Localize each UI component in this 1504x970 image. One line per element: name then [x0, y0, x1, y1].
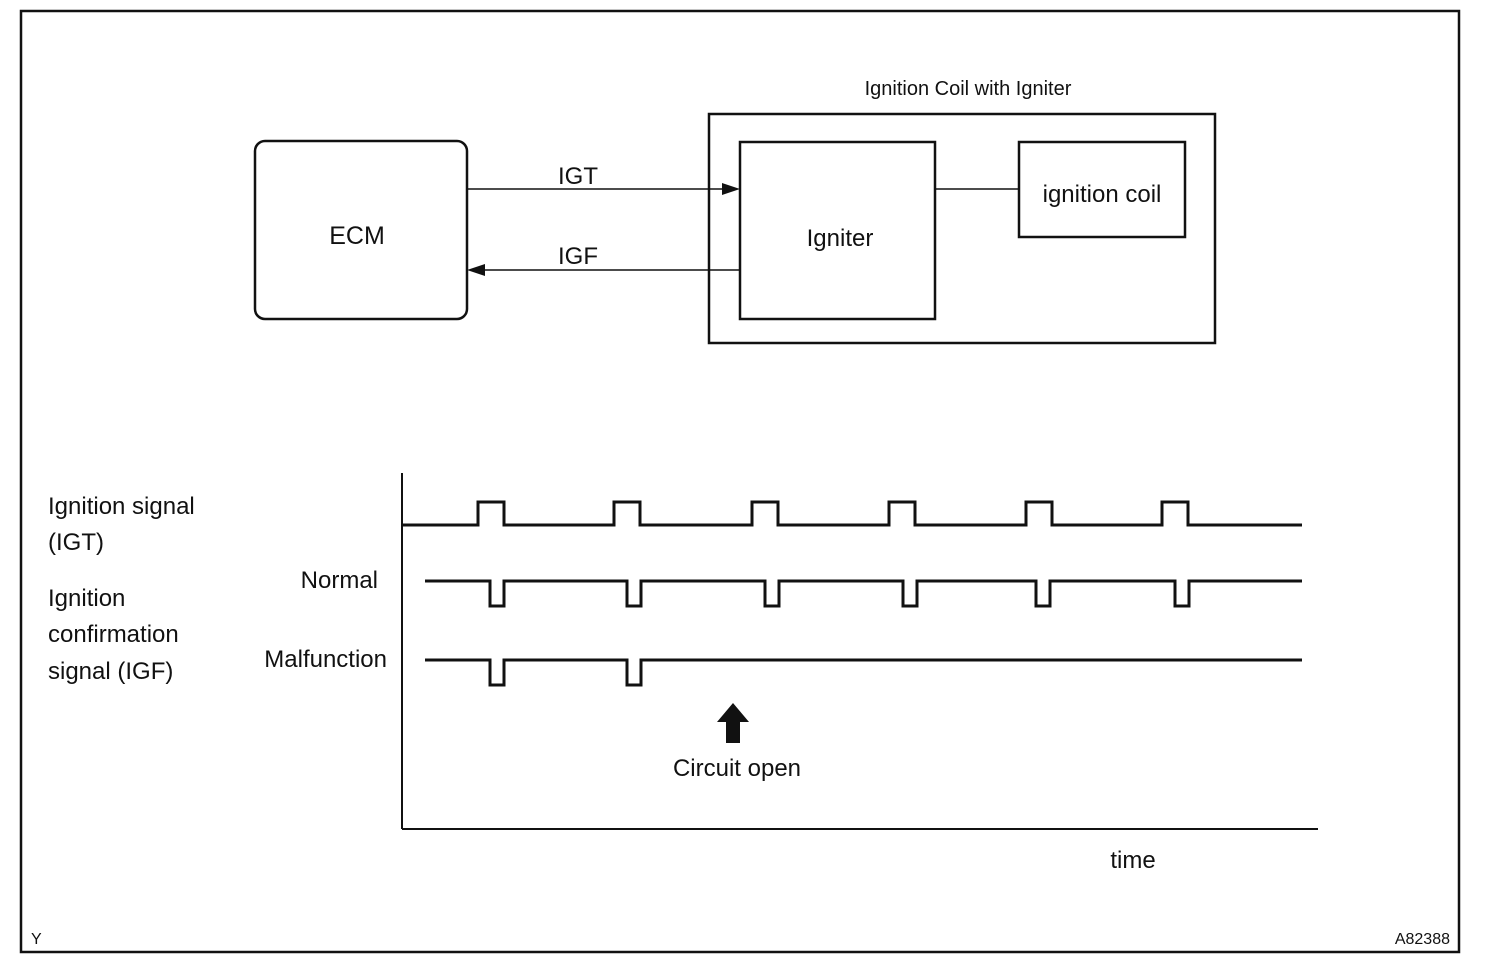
- ecm-label: ECM: [329, 222, 385, 250]
- igf-label: IGF: [558, 243, 598, 270]
- igf-normal-waveform: [425, 579, 1302, 608]
- igf-malfunction-waveform: [425, 658, 1302, 687]
- module-box: [707, 112, 1217, 345]
- normal-label: Normal: [301, 567, 378, 594]
- igf-signal-label-line3: signal (IGF): [48, 658, 173, 685]
- malfunction-label: Malfunction: [264, 646, 387, 673]
- igt-waveform: [402, 500, 1302, 527]
- figure-code: A82388: [1395, 931, 1450, 948]
- igf-signal-label-line1: Ignition: [48, 585, 125, 612]
- igniter-box: [738, 140, 937, 321]
- igt-signal-label-line1: Ignition signal: [48, 493, 195, 520]
- ecm-box: [253, 139, 469, 321]
- time-axis-label: time: [1110, 847, 1155, 874]
- igt-signal-label-line2: (IGT): [48, 529, 104, 556]
- igt-label: IGT: [558, 163, 598, 190]
- circuit-open-arrow-icon: [717, 703, 749, 743]
- figure-frame: [19, 9, 1461, 954]
- corner-mark-left: Y: [31, 931, 42, 948]
- ignition-coil-label: ignition coil: [1043, 181, 1162, 208]
- circuit-open-label: Circuit open: [673, 755, 801, 782]
- igt-arrowhead: [722, 183, 740, 195]
- module-title: Ignition Coil with Igniter: [865, 78, 1072, 100]
- igf-arrowhead: [467, 264, 485, 276]
- igf-signal-label-line2: confirmation: [48, 621, 179, 648]
- igniter-label: Igniter: [807, 225, 874, 252]
